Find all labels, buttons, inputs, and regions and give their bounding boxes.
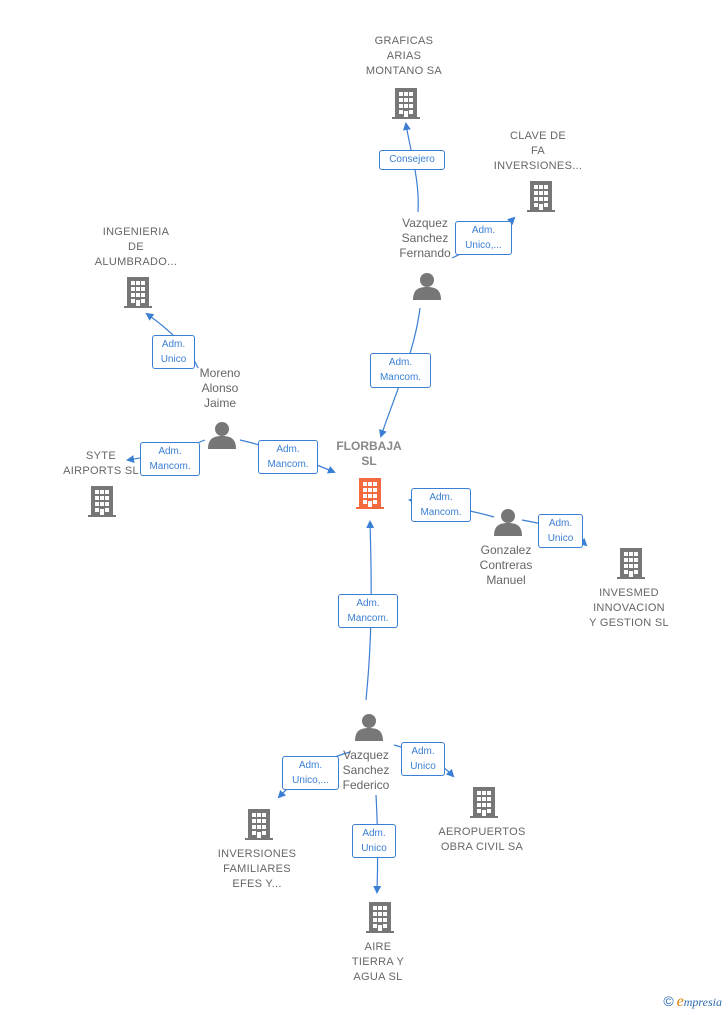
edge-label-fernando-florbaja[interactable]: Adm. Mancom. — [370, 353, 431, 388]
edge-label-moreno-florbaja[interactable]: Adm. Mancom. — [258, 440, 318, 474]
brand-logo: ©empresia — [663, 993, 722, 1011]
building-icon-clave — [527, 181, 555, 212]
node-label-ingenieria[interactable]: INGENIERIA DE ALUMBRADO... — [94, 226, 178, 268]
edge-label-federico-aire[interactable]: Adm. Unico — [352, 824, 396, 858]
building-icon-inversiones — [245, 809, 273, 840]
node-label-aeropuertos[interactable]: AEROPUERTOS OBRA CIVIL SA — [438, 826, 526, 853]
person-icon-moreno — [208, 422, 236, 449]
node-label-federico[interactable]: Vazquez Sanchez Federico — [342, 748, 390, 792]
edge-label-consejero[interactable]: Consejero — [379, 150, 445, 170]
node-label-moreno[interactable]: Moreno Alonso Jaime — [199, 366, 241, 410]
edge-label-fernando-clave[interactable]: Adm. Unico,... — [455, 221, 512, 255]
building-icon-invesmed — [617, 548, 645, 579]
node-label-inversiones[interactable]: INVERSIONES FAMILIARES EFES Y... — [217, 848, 297, 890]
node-label-florbaja[interactable]: FLORBAJA SL — [336, 439, 402, 468]
person-icon-gonzalez — [494, 509, 522, 536]
node-label-invesmed[interactable]: INVESMED INNOVACION Y GESTION SL — [589, 587, 669, 629]
building-icon-aeropuertos — [470, 787, 498, 818]
edge-label-federico-aeropuertos[interactable]: Adm. Unico — [401, 742, 445, 776]
edge-label-gonzalez-florbaja[interactable]: Adm. Mancom. — [411, 488, 471, 522]
edge-label-federico-florbaja[interactable]: Adm. Mancom. — [338, 594, 398, 628]
person-icon-fernando — [413, 273, 441, 300]
node-label-syte[interactable]: SYTE AIRPORTS SL — [63, 450, 139, 477]
edge-label-moreno-ingenieria[interactable]: Adm. Unico — [152, 335, 195, 369]
building-icon-graficas — [392, 88, 420, 119]
edge-label-federico-inversiones[interactable]: Adm. Unico,... — [282, 756, 339, 790]
building-icon-aire — [366, 902, 394, 933]
edge-label-moreno-syte[interactable]: Adm. Mancom. — [140, 442, 200, 476]
node-label-aire[interactable]: AIRE TIERRA Y AGUA SL — [351, 941, 405, 983]
copyright-icon: © — [663, 993, 674, 1009]
person-icon-federico — [355, 714, 383, 741]
edge-label-gonzalez-invesmed[interactable]: Adm. Unico — [538, 514, 583, 548]
node-label-graficas[interactable]: GRAFICAS ARIAS MONTANO SA — [365, 35, 443, 77]
brand-initial: e — [676, 993, 684, 1010]
building-icon-syte — [88, 486, 116, 517]
building-icon-ingenieria — [124, 277, 152, 308]
brand-name: mpresia — [683, 995, 722, 1009]
node-label-clave[interactable]: CLAVE DE FA INVERSIONES... — [493, 130, 583, 172]
node-label-fernando[interactable]: Vazquez Sanchez Fernando — [399, 216, 451, 260]
node-label-gonzalez[interactable]: Gonzalez Contreras Manuel — [479, 543, 533, 587]
building-icon-florbaja — [356, 478, 384, 509]
